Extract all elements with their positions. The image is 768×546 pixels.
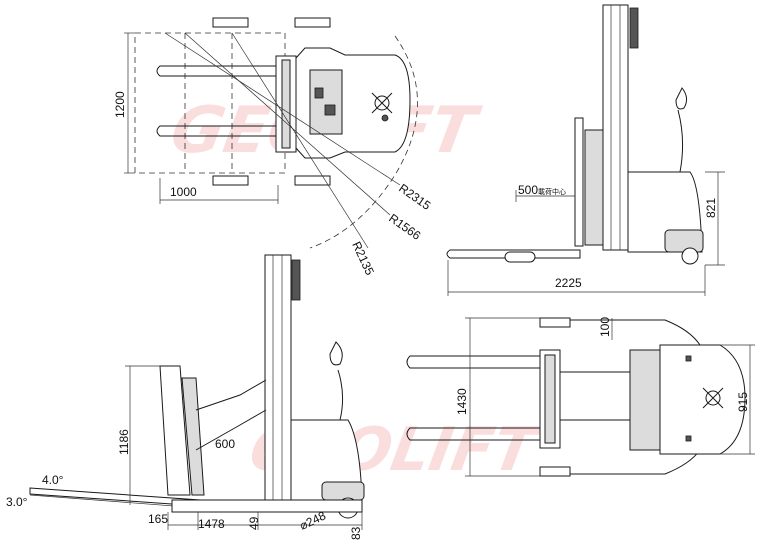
dim-100: 100 [598, 317, 612, 337]
dim-tilt-3: 3.0° [6, 495, 28, 509]
top-view-right: 1430 915 100 [406, 317, 755, 477]
dim-600: 600 [215, 437, 235, 451]
dim-821: 821 [704, 198, 718, 218]
dim-1200: 1200 [113, 91, 127, 118]
dim-1186: 1186 [117, 429, 131, 455]
dim-165: 165 [148, 512, 168, 526]
dim-2225: 2225 [555, 276, 582, 290]
dim-r1566: R1566 [386, 211, 423, 243]
dim-500: 500 [518, 183, 538, 197]
dim-915: 915 [736, 392, 750, 412]
dim-49: 49 [247, 516, 261, 530]
dim-r2135: R2135 [349, 239, 377, 277]
dim-83: 83 [349, 526, 363, 540]
dim-r2315: R2315 [396, 181, 433, 213]
side-view-right: 500 載荷中心 821 2225 [446, 4, 725, 296]
top-view-turning: 1200 1000 R2315 R1566 R2135 [113, 17, 434, 278]
dim-1430: 1430 [455, 388, 469, 415]
load-center-label: 載荷中心 [538, 187, 566, 196]
dim-1000: 1000 [170, 185, 197, 199]
dim-tilt-4: 4.0° [42, 473, 64, 487]
dim-1478: 1478 [198, 517, 225, 531]
side-view-left: 1186 4.0° 3.0° 600 165 1478 49 ⌀248 83 [6, 254, 365, 540]
